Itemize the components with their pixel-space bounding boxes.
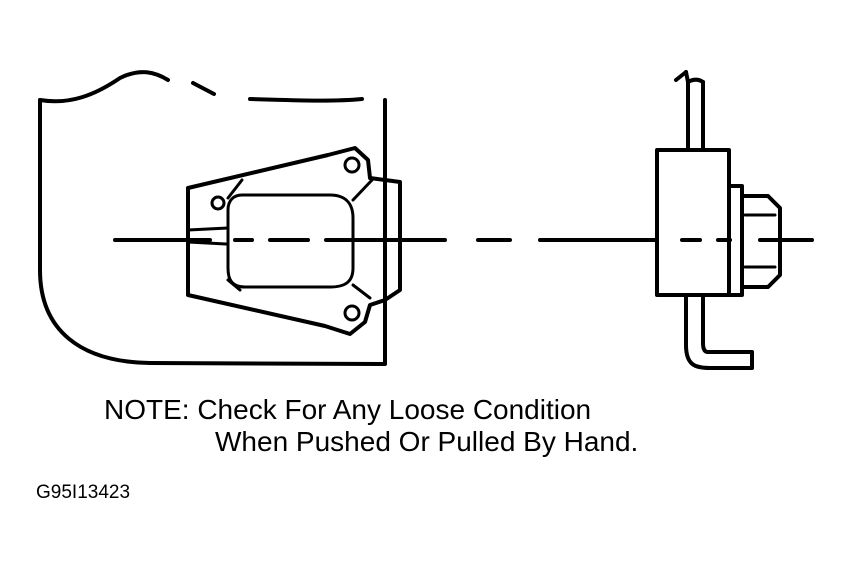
note-line-1: NOTE: Check For Any Loose Condition — [104, 394, 591, 425]
bolt-hole-top — [343, 156, 361, 174]
engine-block-outline — [38, 70, 387, 366]
mount-bracket — [186, 146, 402, 336]
bolt-hole-bottom — [343, 304, 361, 322]
mount-side-view — [655, 70, 782, 370]
figure-code: G95I13423 — [36, 482, 130, 503]
bolt-hole-small — [210, 195, 226, 211]
note-line-2: When Pushed Or Pulled By Hand. — [215, 426, 638, 457]
